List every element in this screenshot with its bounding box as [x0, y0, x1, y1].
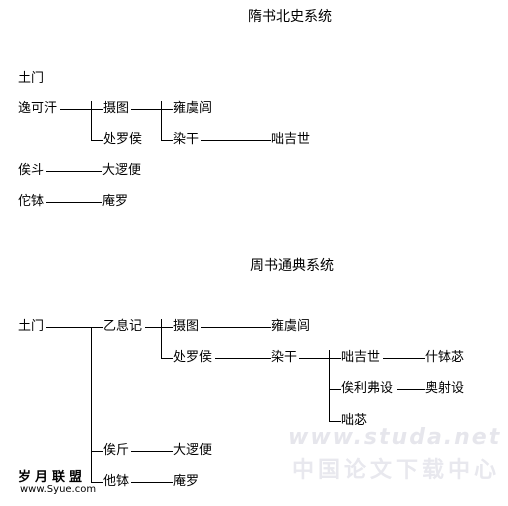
top-link-yongyulu — [131, 109, 173, 110]
top-node-yikehan: 逸可汗 — [18, 101, 58, 116]
top-link-yikehan — [60, 109, 92, 110]
bottom-node-shiboba: 什钵苾 — [425, 350, 465, 365]
top-node-duojishi: 咄吉世 — [271, 132, 311, 147]
top-link-anluo — [46, 202, 102, 203]
top-node-chuluohou: 处罗侯 — [103, 132, 143, 147]
bottom-node-root: 土门 — [18, 319, 45, 334]
top-link-daluobian — [46, 171, 102, 172]
bottom-link-shiboba — [383, 358, 425, 359]
bottom-node-aoshishe: 奥射设 — [425, 381, 465, 396]
top-node-shetu: 摄图 — [103, 101, 130, 116]
bottom-link-houjin — [91, 451, 103, 452]
logo-name: 岁月联盟 — [18, 470, 87, 485]
top-node-daluobian: 大逻便 — [102, 163, 142, 178]
bottom-link-duobi — [329, 421, 341, 422]
top-branch-yikehan — [91, 101, 92, 141]
top-link-chuluohou — [91, 140, 103, 141]
bottom-link-root — [46, 327, 92, 328]
top-node-tuobo: 佗钵 — [18, 194, 45, 209]
bottom-node-shetu: 摄图 — [173, 319, 200, 334]
bottom-branch-root — [91, 327, 92, 483]
top-node-rangan: 染干 — [173, 132, 200, 147]
bottom-node-daluobian: 大逻便 — [173, 443, 213, 458]
bottom-link-yixiji-out — [145, 327, 173, 328]
top-node-root: 土门 — [18, 71, 45, 86]
bottom-node-anluo: 庵罗 — [173, 474, 200, 489]
bottom-node-houjin: 俟斤 — [103, 443, 130, 458]
watermark-site-name: 中国论文下载中心 — [292, 458, 501, 483]
bottom-link-yixiji — [91, 327, 103, 328]
top-node-anluo: 庵罗 — [102, 194, 129, 209]
bottom-link-daluobian — [131, 451, 173, 452]
bottom-node-duojishi: 咄吉世 — [341, 350, 381, 365]
bottom-node-houlifushe: 俟利弗设 — [341, 381, 394, 396]
bottom-link-rangan — [215, 358, 271, 359]
bottom-node-rangan: 染干 — [271, 350, 298, 365]
bottom-node-yixiji: 乙息记 — [103, 319, 143, 334]
top-node-houdou: 俟斗 — [18, 163, 45, 178]
bottom-link-rangan-out — [299, 358, 341, 359]
watermark-site-url: www.studa.net — [288, 425, 502, 450]
bottom-node-chuluohou: 处罗侯 — [173, 350, 213, 365]
bottom-link-tabo — [91, 482, 103, 483]
top-branch-shetu — [161, 101, 162, 141]
bottom-node-tabo: 他钵 — [103, 474, 130, 489]
bottom-link-houlifushe — [329, 389, 341, 390]
bottom-branch-yixiji — [161, 319, 162, 359]
top-node-yongyulu: 雍虞闾 — [173, 101, 213, 116]
bottom-branch-rangan — [329, 350, 330, 422]
bottom-link-chuluohou — [161, 358, 173, 359]
bottom-link-aoshishe — [397, 389, 425, 390]
bottom-link-yongyulu — [201, 327, 271, 328]
bottom-node-duobi: 咄苾 — [341, 413, 368, 428]
top-diagram-title: 隋书北史系统 — [248, 9, 332, 25]
top-link-duojishi — [201, 140, 271, 141]
bottom-node-yongyulu: 雍虞闾 — [271, 319, 311, 334]
bottom-diagram-title: 周书通典系统 — [250, 258, 334, 274]
top-link-shetu — [91, 109, 103, 110]
logo-url: www.Syue.com — [20, 484, 97, 495]
bottom-link-anluo — [131, 482, 173, 483]
top-link-rangan — [161, 140, 173, 141]
